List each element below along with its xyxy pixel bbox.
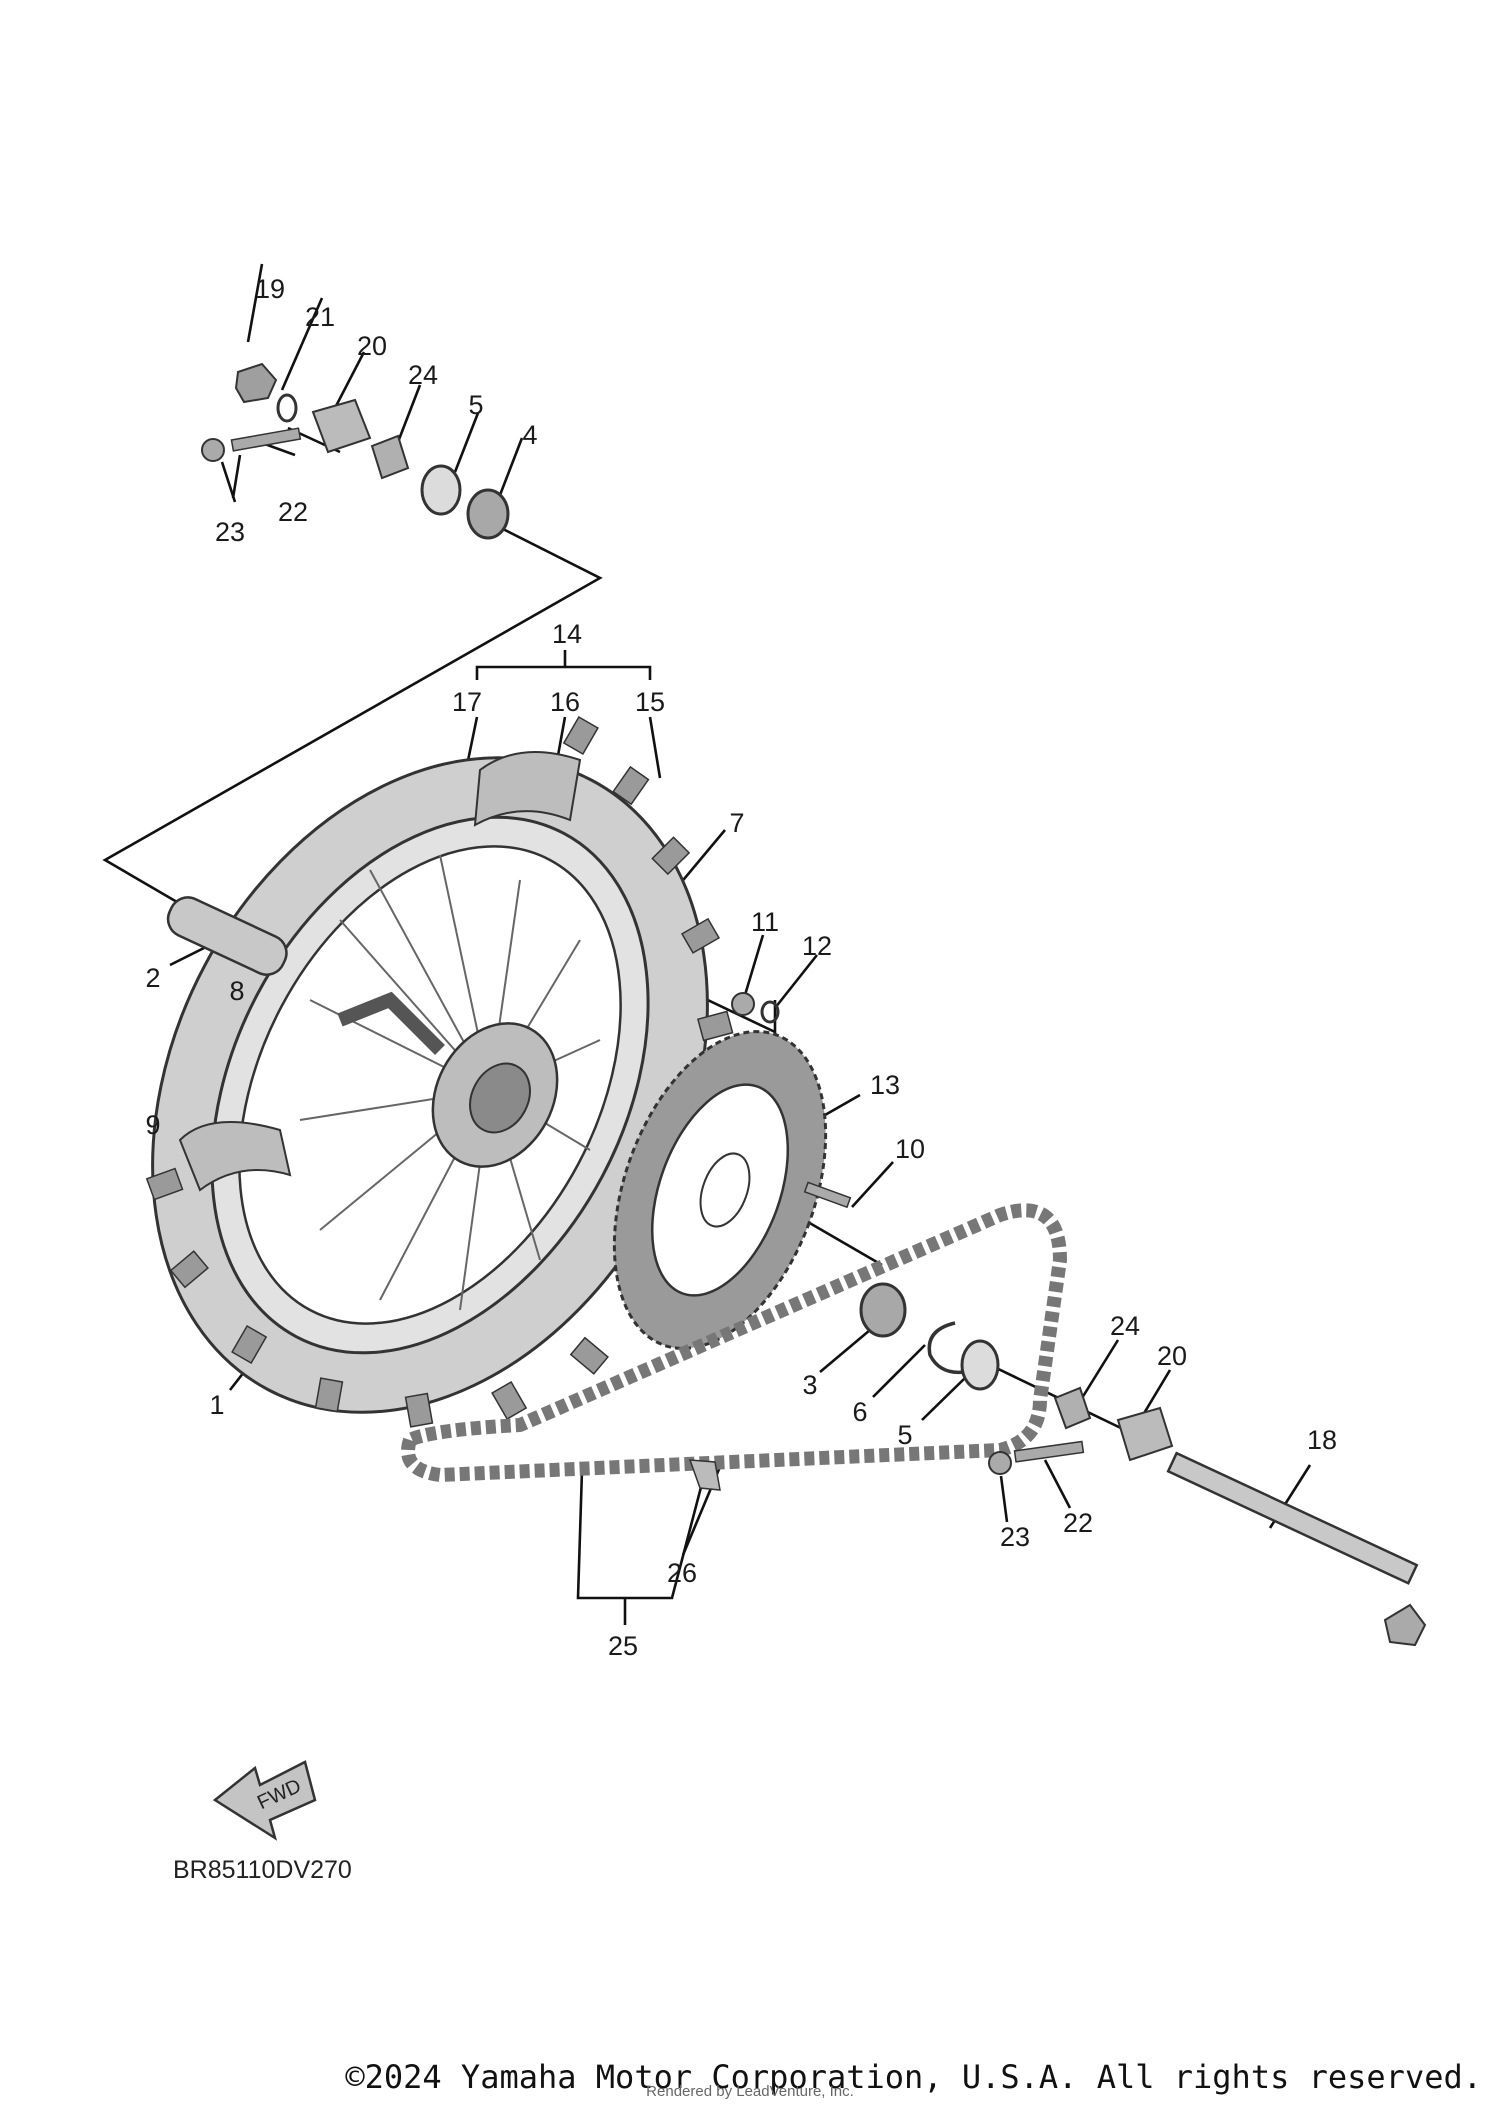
spacer-24 (370, 434, 410, 480)
bolt-10 (803, 1181, 852, 1209)
callout-25: 25 (608, 1631, 638, 1661)
callout-5-lower: 5 (897, 1420, 912, 1450)
lower-axle-parts (859, 1282, 1427, 1647)
axle-head (1383, 1603, 1427, 1647)
callout-8: 8 (229, 976, 244, 1006)
hub (337, 991, 559, 1168)
callout-labels: 19 21 20 24 5 4 23 22 14 17 16 15 7 2 8 … (145, 274, 1337, 1661)
copyright-notice: ©2024 Yamaha Motor Corporation, U.S.A. A… (345, 2058, 1482, 2096)
watermark-text: Rendered by LeadVenture, Inc. (646, 2083, 854, 2100)
callout-19: 19 (255, 274, 285, 304)
callout-21: 21 (305, 302, 335, 332)
callout-11: 11 (751, 907, 779, 937)
adjuster-20-lower (1116, 1406, 1174, 1462)
rim-inner (238, 845, 622, 1325)
adjuster-20 (311, 398, 372, 454)
drawing-code: BR85110DV270 (173, 1856, 352, 1884)
bearing-3 (859, 1282, 907, 1338)
spacer-24-lower (1053, 1386, 1092, 1430)
callout-20: 20 (357, 331, 387, 361)
rim-band-upper (473, 751, 582, 827)
collar (166, 896, 288, 976)
callout-18: 18 (1307, 1425, 1337, 1455)
callout-7: 7 (729, 808, 744, 838)
rear-wheel-assembly (145, 715, 734, 1428)
callout-6: 6 (852, 1397, 867, 1427)
callout-16: 16 (550, 687, 580, 717)
callout-23-lower: 23 (1000, 1522, 1030, 1552)
bolt-22 (230, 427, 302, 452)
nut-23-lower (988, 1451, 1012, 1475)
callout-13: 13 (870, 1070, 900, 1100)
callout-24: 24 (408, 360, 438, 390)
nut-19 (234, 362, 278, 404)
callout-17: 17 (452, 687, 482, 717)
callout-9: 9 (145, 1110, 160, 1140)
axle-18 (1166, 1451, 1419, 1585)
callout-4: 4 (522, 420, 537, 450)
seal-5-lower (960, 1339, 1000, 1391)
forward-arrow: FWD (212, 1760, 317, 1841)
nut-23 (201, 438, 225, 462)
callout-1: 1 (209, 1390, 224, 1420)
bolt-22-lower (1013, 1440, 1085, 1463)
callout-26: 26 (667, 1558, 697, 1588)
callout-15: 15 (635, 687, 665, 717)
seal-5 (420, 464, 462, 516)
callout-14: 14 (552, 619, 582, 649)
callout-20-lower: 20 (1157, 1341, 1187, 1371)
callout-22: 22 (278, 497, 308, 527)
callout-3: 3 (802, 1370, 817, 1400)
callout-22-lower: 22 (1063, 1508, 1093, 1538)
callout-10: 10 (895, 1134, 925, 1164)
circlip-21 (276, 393, 298, 423)
callout-12: 12 (802, 931, 832, 961)
callout-2: 2 (145, 963, 160, 993)
drive-chain (401, 1203, 1068, 1483)
circlip-6 (927, 1321, 966, 1375)
upper-axle-parts (201, 362, 510, 540)
callout-24-lower: 24 (1110, 1311, 1140, 1341)
washer-12 (760, 1000, 780, 1024)
rim-band-lower (178, 1121, 292, 1192)
nut-11 (731, 992, 755, 1016)
chain-joint-26 (688, 1459, 721, 1491)
callout-23: 23 (215, 517, 245, 547)
bearing-4 (466, 488, 510, 540)
sprocket (612, 1030, 828, 1350)
callout-5: 5 (468, 390, 483, 420)
